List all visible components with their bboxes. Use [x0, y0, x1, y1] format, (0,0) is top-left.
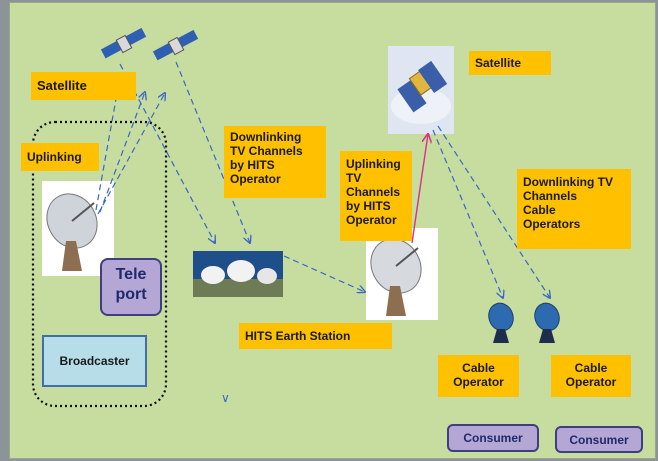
uplink-line-1 [95, 88, 118, 211]
satellite-label-right: Satellite [469, 51, 551, 75]
satellite-icon-left-2 [152, 29, 199, 61]
uplink-line-2 [99, 92, 145, 213]
downlink-line-2 [175, 61, 250, 243]
hits-uplink-line [411, 134, 428, 244]
consumer-box-1: Consumer [447, 424, 539, 452]
teleport-boundary [31, 120, 168, 408]
cable-operator-2: Cable Operator [551, 355, 631, 397]
stray-arrowhead: ∨ [221, 391, 230, 405]
hits-dish-icon [366, 228, 438, 320]
satellite-icon-right [388, 46, 454, 134]
downlinking-hits-label: Downlinking TV Channels by HITS Operator [224, 126, 326, 198]
satellite-icon-left-1 [100, 27, 147, 59]
sat-to-cable-line-1 [432, 129, 503, 298]
uplink-line-3 [97, 93, 165, 215]
cable-operator-1: Cable Operator [438, 355, 519, 397]
cable-dish-icon-1 [488, 302, 514, 343]
cable-dish-icon-2 [534, 302, 560, 343]
satellite-label-left: Satellite [31, 72, 136, 100]
broadcaster-box: Broadcaster [42, 335, 147, 387]
earth-to-hits-line [283, 255, 365, 292]
hits-earth-station-label: HITS Earth Station [239, 323, 392, 349]
downlinking-cable-label: Downlinking TV Channels Cable Operators [517, 169, 631, 249]
earth-station-dishes-icon [193, 251, 283, 297]
uplinking-hits-label: Uplinking TV Channels by HITS Operator [340, 151, 412, 241]
sat-to-cable-line-2 [437, 125, 550, 298]
consumer-box-2: Consumer [555, 426, 643, 453]
uplinking-label: Uplinking [21, 143, 99, 171]
teleport-box: Tele port [100, 258, 162, 316]
